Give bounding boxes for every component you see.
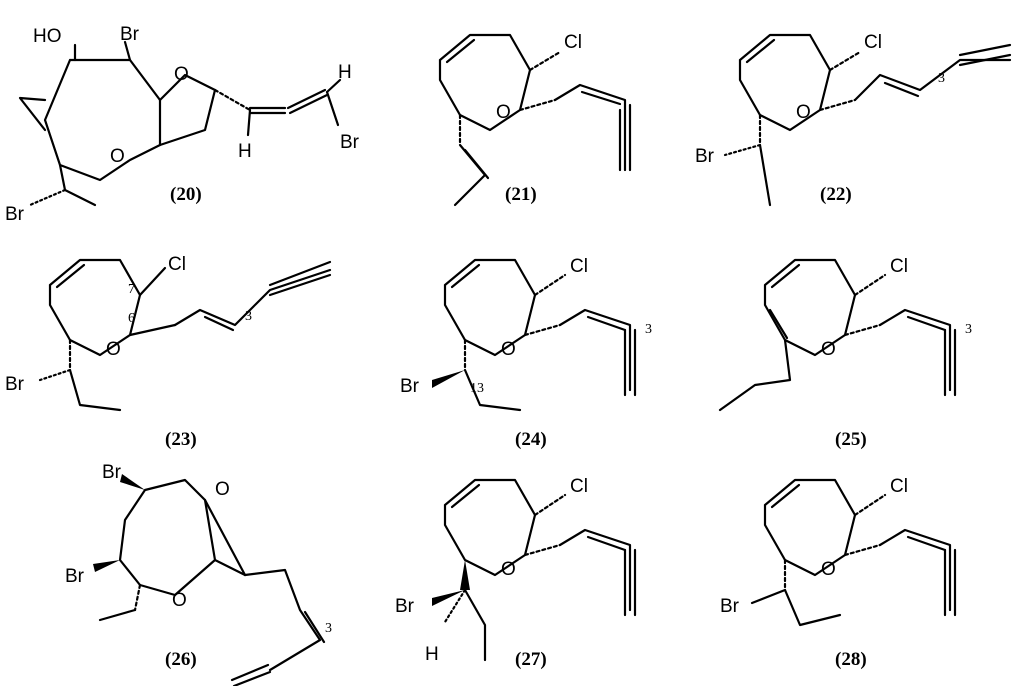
locant-label: 3	[938, 71, 945, 86]
compound-27: Cl O Br H (27)	[395, 476, 637, 670]
locant-label: 3	[325, 621, 332, 636]
compound-23: Cl O Br 7 6 3 (23)	[5, 254, 332, 450]
compound-label: (21)	[505, 184, 537, 205]
chlorine-label: Cl	[864, 32, 882, 53]
compound-22: Cl O Br 3 (22)	[695, 32, 1012, 207]
compound-label: (24)	[515, 429, 547, 450]
oxygen-label: O	[796, 102, 811, 123]
hydroxyl-label: HO	[33, 26, 62, 47]
chlorine-label: Cl	[564, 32, 582, 53]
hydrogen-label: H	[338, 62, 352, 83]
bromine-label: Br	[720, 596, 740, 617]
oxygen-label: O	[110, 146, 125, 167]
chlorine-label: Cl	[570, 256, 588, 277]
compound-21: Cl O (21)	[438, 32, 632, 207]
oxygen-label: O	[821, 339, 836, 360]
bromine-label: Br	[400, 376, 420, 397]
compound-label: (28)	[835, 649, 867, 670]
oxygen-label: O	[501, 339, 516, 360]
bromine-label: Br	[340, 132, 360, 153]
oxygen-label: O	[174, 64, 189, 85]
bromine-label: Br	[5, 204, 25, 225]
locant-label: 13	[470, 381, 484, 396]
bromine-label: Br	[120, 24, 140, 45]
compound-label: (25)	[835, 429, 867, 450]
hydrogen-label: H	[425, 644, 439, 665]
oxygen-label: O	[496, 102, 511, 123]
locant-label: 3	[645, 322, 652, 337]
bromine-label: Br	[102, 462, 122, 483]
oxygen-label: O	[821, 559, 836, 580]
bromine-label: Br	[5, 374, 25, 395]
bromine-label: Br	[65, 566, 85, 587]
compound-25: Cl O 3 (25)	[718, 256, 972, 450]
compound-24: Cl O Br 13 3 (24)	[400, 256, 652, 450]
compound-label: (20)	[170, 184, 202, 205]
chlorine-label: Cl	[890, 476, 908, 497]
locant-label: 3	[245, 309, 252, 324]
chlorine-label: Cl	[890, 256, 908, 277]
compound-label: (22)	[820, 184, 852, 205]
oxygen-label: O	[501, 559, 516, 580]
locant-label: 6	[128, 311, 135, 326]
chlorine-label: Cl	[168, 254, 186, 275]
bromine-label: Br	[395, 596, 415, 617]
chlorine-label: Cl	[570, 476, 588, 497]
locant-label: 3	[965, 322, 972, 337]
oxygen-label: O	[106, 339, 121, 360]
compound-label: (27)	[515, 649, 547, 670]
bromine-label: Br	[695, 146, 715, 167]
compound-28: Cl O Br (28)	[720, 476, 957, 670]
oxygen-label: O	[215, 479, 230, 500]
hydrogen-label: H	[238, 141, 252, 162]
oxygen-label: O	[172, 590, 187, 611]
locant-label: 7	[128, 282, 135, 297]
compound-20: HO Br O O Br H H Br (20)	[5, 24, 360, 225]
compound-26: Br Br O O 3 (26)	[65, 462, 332, 686]
compound-label: (26)	[165, 649, 197, 670]
compound-label: (23)	[165, 429, 197, 450]
